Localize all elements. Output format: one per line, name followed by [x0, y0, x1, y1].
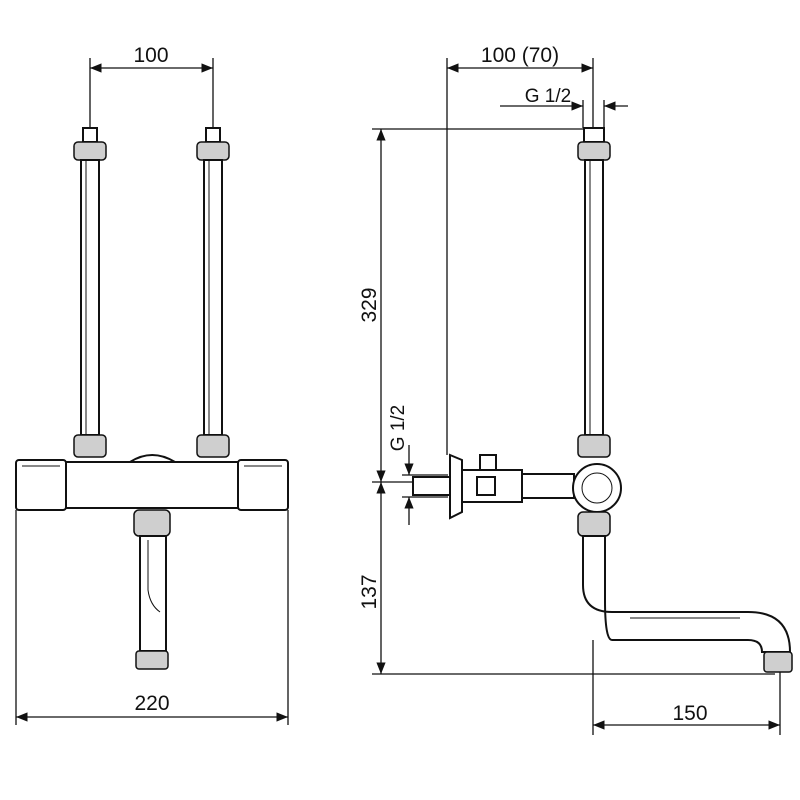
- dimension-wall-offset: 100 (70): [446, 44, 594, 455]
- inlet-valve: [412, 453, 622, 520]
- dimension-pipe-spacing: 100: [89, 44, 214, 130]
- dimension-overall-width: 220: [15, 510, 289, 725]
- left-supply-pipe: [73, 127, 107, 458]
- pipe-spacing-label: 100: [133, 44, 168, 67]
- spout-reach-label: 150: [672, 702, 707, 725]
- front-spout: [133, 509, 171, 670]
- top-thread-label: G 1/2: [525, 86, 571, 107]
- dimension-spout-reach: 150: [592, 640, 781, 735]
- side-supply-pipe: [577, 127, 611, 458]
- mixer-body: [15, 454, 289, 511]
- overall-width-label: 220: [134, 692, 169, 715]
- dimension-top-thread: G 1/2: [500, 86, 628, 128]
- inlet-thread-label: G 1/2: [388, 405, 409, 451]
- wall-offset-label: 100 (70): [481, 44, 559, 67]
- height-upper-label: 329: [358, 287, 381, 322]
- height-lower-label: 137: [358, 574, 381, 609]
- dimension-inlet-thread: G 1/2: [388, 405, 448, 525]
- dimension-heights: 329 137: [358, 128, 775, 675]
- side-view: 100 (70) G 1/2 329 137 G 1/2: [358, 44, 793, 735]
- front-view: 100: [15, 44, 289, 725]
- right-supply-pipe: [196, 127, 230, 458]
- side-spout: [577, 511, 793, 673]
